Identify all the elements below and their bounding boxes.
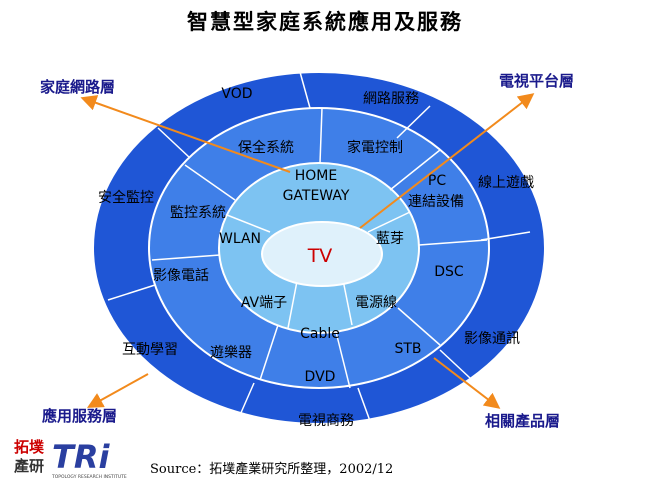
middle-label-video-phone: 影像電話 — [153, 267, 209, 284]
outer-label-network-service: 網路服務 — [363, 91, 419, 107]
layer-label-home-network: 家庭網路層 — [40, 78, 116, 96]
layer-arrows — [80, 93, 535, 409]
center-tv-label: TV — [307, 245, 333, 267]
outer-label-dvd: DVD — [305, 369, 336, 385]
logo-cn-top: 拓墣 — [14, 438, 44, 456]
inner-label-powerline: 電源線 — [355, 295, 397, 311]
inner-label-wlan: WLAN — [219, 231, 261, 247]
middle-label-dsc: DSC — [434, 264, 464, 280]
layer-label-app-service: 應用服務層 — [42, 407, 118, 425]
arrow-app-service — [87, 373, 149, 408]
middle-label-appliance-control: 家電控制 — [347, 139, 403, 156]
inner-label-bluetooth: 藍芽 — [376, 231, 404, 247]
middle-label-link-device: 連結設備 — [408, 194, 464, 210]
source-note: Source：拓墣產業研究所整理，2002/12 — [150, 462, 394, 477]
layer-label-tv-platform: 電視平台層 — [499, 72, 575, 90]
outer-label-video-communication: 影像通訊 — [464, 331, 520, 347]
logo-cn-bottom: 產研 — [13, 457, 44, 475]
inner-label-cable: Cable — [300, 326, 340, 342]
outer-ring-dividers — [107, 71, 531, 422]
arrow-tv-platform — [359, 93, 535, 229]
outer-label-tv-commerce: 電視商務 — [298, 413, 354, 429]
outer-label-online-game: 線上遊戲 — [478, 175, 534, 191]
outer-label-vod: VOD — [221, 86, 252, 102]
gateway-line2: GATEWAY — [283, 188, 350, 204]
logo-tagline: TOPOLOGY RESEARCH INSTITUTE — [51, 474, 127, 480]
logo-brand: TRi — [52, 438, 110, 476]
inner-label-av: AV端子 — [241, 295, 287, 311]
middle-label-monitor-system: 監控系統 — [170, 204, 226, 221]
outer-label-interactive-learning: 互動學習 — [122, 342, 178, 358]
middle-label-stb: STB — [394, 341, 421, 357]
middle-label-security-system: 保全系統 — [238, 139, 294, 156]
arrow-home-network — [80, 95, 291, 173]
layer-label-related-products: 相關產品層 — [485, 412, 561, 430]
center-disc — [261, 221, 383, 287]
middle-label-game-console: 遊樂器 — [210, 344, 252, 361]
arrow-related-products — [433, 357, 501, 409]
page-title: 智慧型家庭系統應用及服務 — [187, 9, 463, 34]
middle-ring-dividers — [151, 107, 488, 389]
logo: 拓墣 產研 TRi TOPOLOGY RESEARCH INSTITUTE — [12, 432, 142, 480]
gateway-line1: HOME — [295, 168, 337, 184]
middle-label-pc: PC — [428, 173, 446, 189]
outer-label-security-monitoring: 安全監控 — [98, 189, 154, 206]
